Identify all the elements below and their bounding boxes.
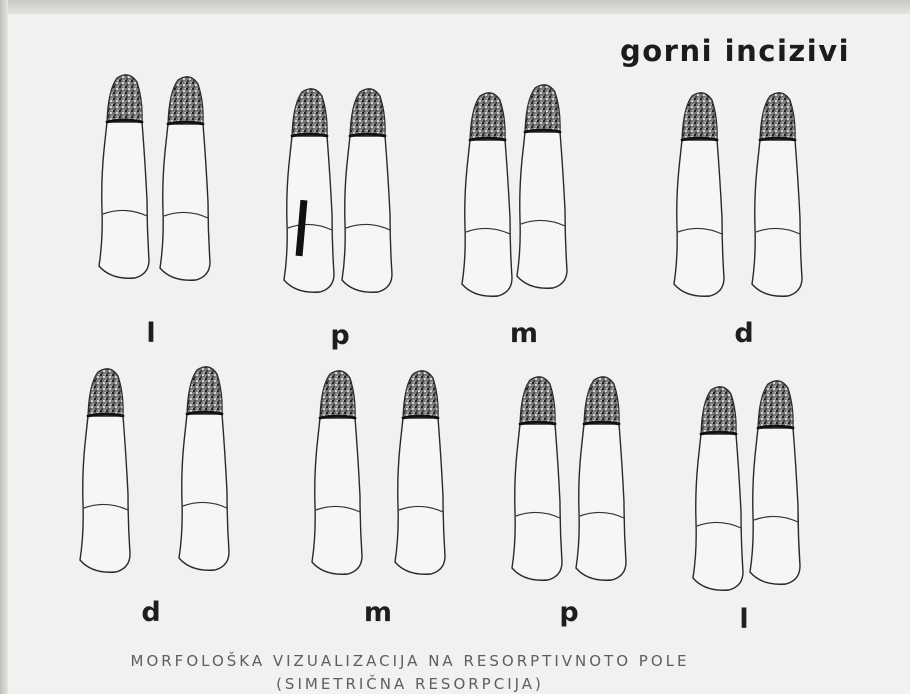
tooth-pair-upper-p bbox=[284, 89, 392, 292]
label-upper-l: l bbox=[131, 318, 171, 349]
tooth-pair-lower-l bbox=[693, 381, 800, 590]
label-upper-p: p bbox=[320, 320, 360, 351]
label-lower-l: l bbox=[724, 604, 764, 635]
tooth-pair-lower-m bbox=[312, 371, 445, 574]
caption-line-1: MORFOLOŠKA VIZUALIZACIJA NA RESORPTIVNOT… bbox=[0, 652, 820, 670]
tooth-pair-lower-p bbox=[512, 377, 626, 580]
tooth-pair-upper-m bbox=[462, 85, 567, 296]
label-lower-d: d bbox=[131, 597, 171, 628]
figure-title: gorni incizivi bbox=[620, 34, 850, 68]
label-lower-m: m bbox=[358, 597, 398, 628]
tooth-pair-upper-d bbox=[674, 93, 802, 296]
tooth-pair-lower-d bbox=[80, 367, 229, 572]
caption-line-2: (SIMETRIČNA RESORPCIJA) bbox=[0, 675, 820, 693]
label-upper-d: d bbox=[724, 318, 764, 349]
label-upper-m: m bbox=[504, 318, 544, 349]
label-lower-p: p bbox=[549, 597, 589, 628]
tooth-pair-upper-l bbox=[99, 75, 210, 280]
